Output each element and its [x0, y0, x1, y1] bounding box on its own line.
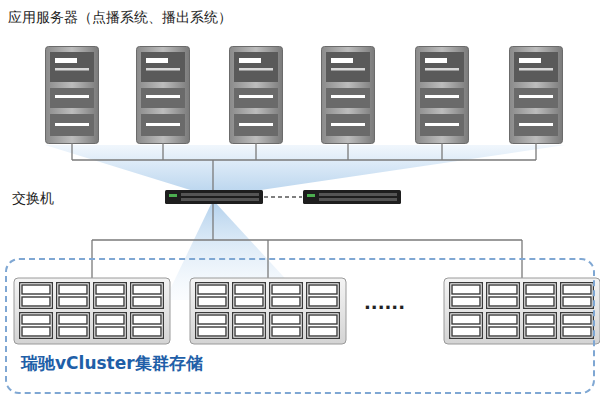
cluster-title: 瑞驰vCluster集群存储	[21, 352, 203, 375]
switch-link	[264, 196, 302, 198]
server-icon	[416, 47, 469, 144]
network-switch	[165, 190, 263, 204]
disk-array	[190, 278, 346, 344]
server-row	[46, 47, 563, 144]
server-icon	[322, 47, 375, 144]
disk-array	[14, 278, 170, 344]
server-icon	[137, 47, 190, 144]
diagram-title: 应用服务器（点播系统、播出系统）	[8, 9, 232, 27]
storage-cluster-region: 瑞驰vCluster集群存储	[5, 258, 595, 394]
disk-array	[444, 278, 600, 344]
switch-label: 交换机	[12, 190, 54, 208]
traffic-funnel	[45, 145, 565, 197]
server-icon	[230, 47, 283, 144]
server-icon	[510, 47, 563, 144]
server-icon	[46, 47, 99, 144]
network-switch	[303, 190, 401, 204]
ellipsis-mark: ......	[364, 292, 405, 313]
storage-arrays	[14, 278, 600, 344]
